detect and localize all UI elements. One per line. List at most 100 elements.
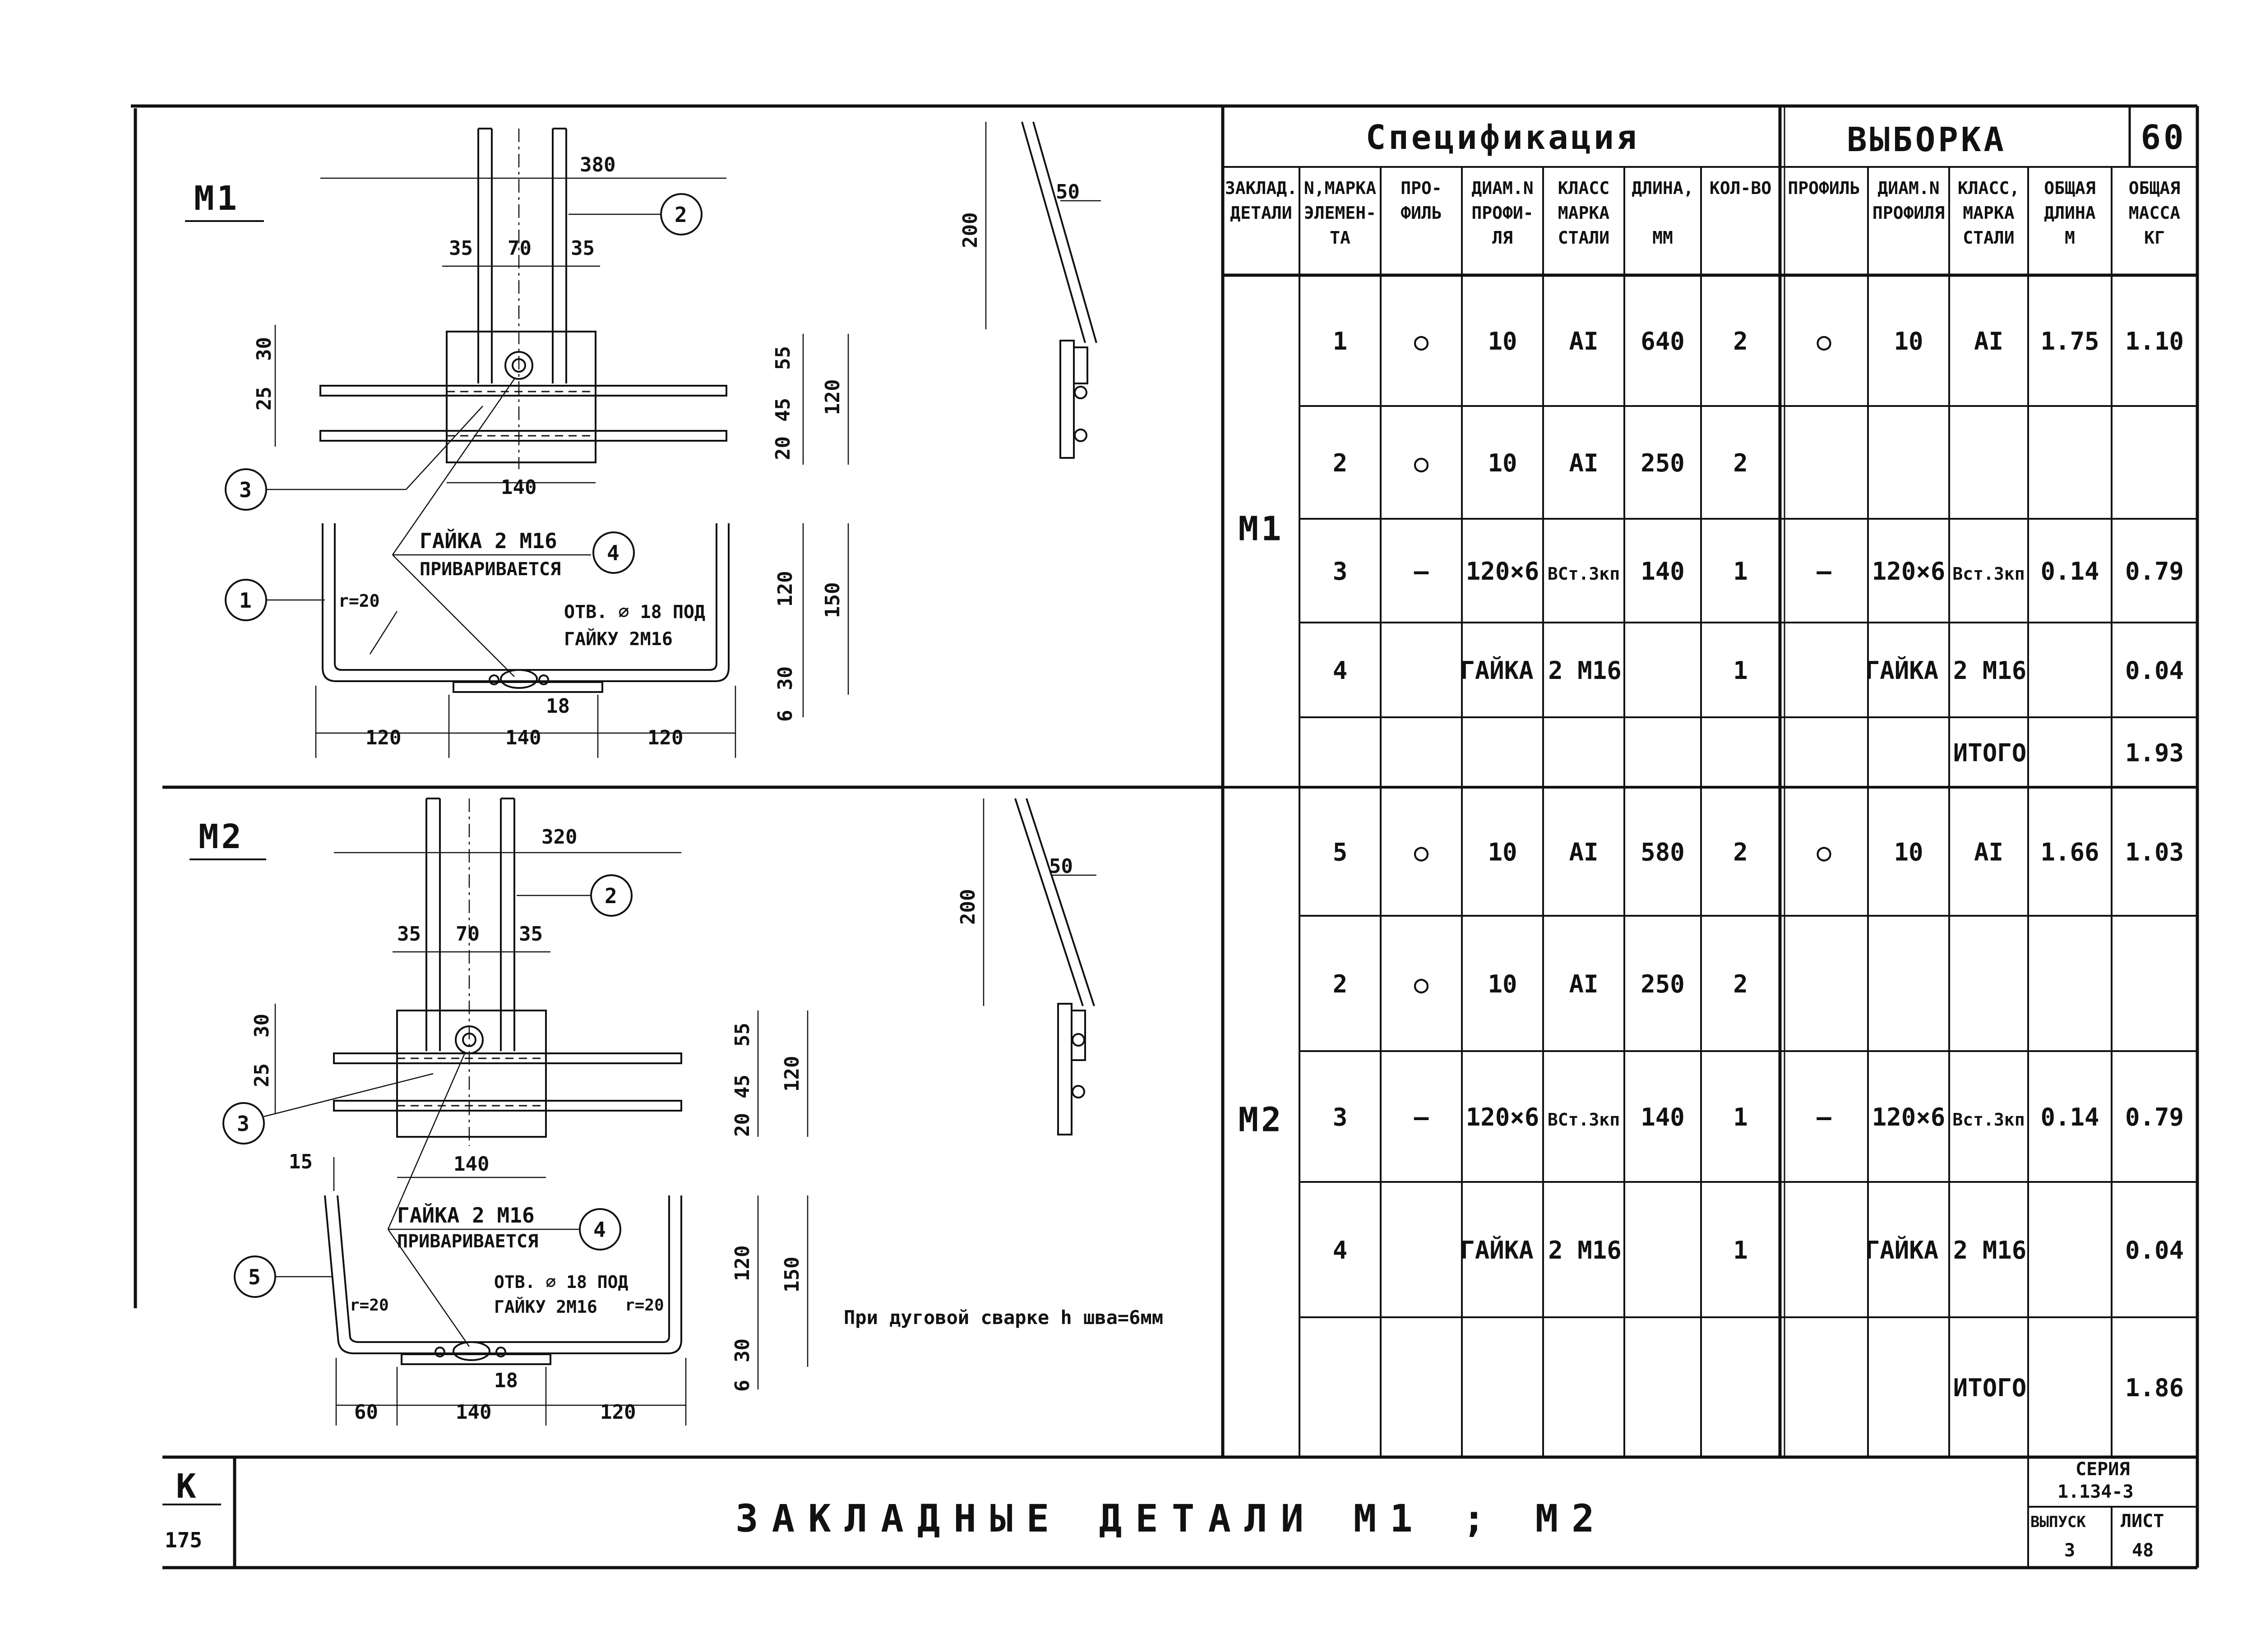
- spec-header-2-1: ФИЛЬ: [1401, 203, 1442, 223]
- stamp-series-value: 1.134-3: [2057, 1481, 2134, 1502]
- drawing-m1: М1 380 35 70 35 140 30 25 55 45 20 120: [185, 121, 1101, 758]
- cell-М2-nut-n: 4: [1333, 1236, 1348, 1264]
- cell-М1-nut-mass: 0.04: [2125, 656, 2184, 685]
- m1-b6: 6: [774, 710, 797, 722]
- cell-М1-r1-profile: ○: [1414, 449, 1429, 477]
- spec-header-3-0: ДИАМ.N: [1471, 178, 1533, 198]
- cell-М2-nut-text: ГАЙКА 2 М16: [1460, 1236, 1622, 1264]
- cell-М2-r2-s_profile: —: [1817, 1103, 1831, 1131]
- m1-h25: 25: [253, 387, 276, 411]
- m1-bottom-left: 120: [365, 726, 401, 749]
- cell-М2-r1-len: 250: [1641, 970, 1685, 998]
- cell-М2-r1-profile: ○: [1414, 970, 1429, 998]
- stamp-series-label: СЕРИЯ: [2076, 1459, 2130, 1480]
- drawing-m2: М2 320 35 70 35 140 30 25 55 45 20 120: [190, 798, 1163, 1426]
- cell-М1-r2-s_profile: —: [1817, 557, 1831, 586]
- m2-bottom-right: 120: [600, 1401, 636, 1424]
- cell-М1-r0-s_diam: 10: [1894, 327, 1923, 355]
- m1-nut-label: ГАЙКА 2 М16: [420, 529, 557, 553]
- m2-b6: 6: [731, 1380, 754, 1392]
- spec-header-2-0: ПРО-: [1401, 178, 1442, 198]
- m1-h30: 30: [253, 337, 276, 361]
- sample-header-4-2: КГ: [2144, 228, 2165, 248]
- cell-М2-r0-cls: АI: [1569, 838, 1598, 867]
- cell-М2-r2-s_len: 0.14: [2040, 1103, 2099, 1131]
- m1-left-dim: 35: [449, 237, 473, 260]
- cell-М2-r2-cls: ВСт.3кп: [1548, 1110, 1620, 1130]
- sample-header-3-2: М: [2065, 228, 2075, 248]
- cell-М1-r2-s_mass: 0.79: [2125, 557, 2184, 586]
- sample-header-4-0: ОБЩАЯ: [2129, 178, 2180, 198]
- m2-plate-dim: 140: [453, 1153, 489, 1176]
- cell-М1-r0-profile: ○: [1414, 327, 1429, 355]
- m2-offset-dim: 15: [289, 1150, 313, 1173]
- cell-М2-r0-n: 5: [1333, 838, 1348, 867]
- corner-code: К 175: [165, 1467, 202, 1552]
- cell-М1-r0-s_cls: АI: [1974, 327, 2003, 355]
- cell-М2-r0-diam: 10: [1488, 838, 1517, 867]
- cell-М2-r0-s_len: 1.66: [2040, 838, 2099, 867]
- spec-header-4-0: КЛАСС: [1558, 178, 1609, 198]
- stamp-sheet-label: ЛИСТ: [2121, 1511, 2164, 1532]
- m1-b120: 120: [774, 571, 797, 607]
- cell-М1-r0-cls: АI: [1569, 327, 1598, 355]
- stamp-issue-value: 3: [2064, 1540, 2075, 1561]
- cell-М1-nut-qty: 1: [1733, 656, 1748, 685]
- m1-h55: 55: [772, 346, 795, 370]
- stamp-issue-label: ВЫПУСК: [2030, 1513, 2086, 1531]
- m1-width-dim: 380: [580, 153, 615, 176]
- sample-header-3-1: ДЛИНА: [2044, 203, 2096, 223]
- m1-h45: 45: [772, 398, 795, 422]
- title-stamp: СЕРИЯ 1.134-3 ВЫПУСК 3 ЛИСТ 48: [2027, 1457, 2197, 1568]
- sample-title: ВЫБОРКА: [1847, 120, 2006, 159]
- m2-width-dim: 320: [541, 826, 577, 849]
- corner-code-letter: К: [176, 1467, 199, 1506]
- cell-М2-r1-cls: АI: [1569, 970, 1598, 998]
- cell-М2-r0-s_cls: АI: [1974, 838, 2003, 867]
- cell-М2-r0-qty: 2: [1733, 838, 1748, 867]
- cell-М2-nut-mass: 0.04: [2125, 1236, 2184, 1264]
- spec-header-0-0: ЗАКЛАД.: [1225, 178, 1297, 198]
- cell-М2-nut-sample: ГАЙКА 2 М16: [1865, 1236, 2027, 1264]
- m1-mark: М1: [194, 179, 240, 218]
- cell-М2-r2-diam: 120×6: [1466, 1103, 1539, 1131]
- sample-header-3-0: ОБЩАЯ: [2044, 178, 2095, 198]
- m2-h25: 25: [250, 1063, 273, 1087]
- m2-h55: 55: [731, 1023, 754, 1047]
- m2-nut-label: ГАЙКА 2 М16: [397, 1203, 535, 1227]
- m1-hole-label: ОТВ. ⌀ 18 ПОД: [564, 602, 705, 623]
- group-mark-М2: М2: [1238, 1101, 1284, 1140]
- m1-welded-label: ПРИВАРИВАЕТСЯ: [420, 559, 561, 580]
- sample-header-2-0: КЛАСС,: [1958, 178, 2020, 198]
- cell-М2-r2-qty: 1: [1733, 1103, 1748, 1131]
- sample-header-1-0: ДИАМ.N: [1877, 178, 1939, 198]
- cell-М2-total-label: ИТОГО: [1953, 1374, 2027, 1402]
- group-mark-М1: М1: [1238, 510, 1284, 549]
- m2-h30: 30: [250, 1014, 273, 1038]
- cell-М1-r1-n: 2: [1333, 449, 1348, 477]
- m1-side-w: 50: [1056, 180, 1080, 203]
- cell-М2-r1-qty: 2: [1733, 970, 1748, 998]
- stamp-sheet-value: 48: [2132, 1540, 2154, 1561]
- spec-header-5-2: ММ: [1652, 228, 1673, 248]
- cell-М1-r2-s_cls: Вст.3кп: [1952, 564, 2025, 584]
- m1-b30: 30: [774, 666, 797, 690]
- cell-М1-r1-len: 250: [1641, 449, 1685, 477]
- m1-bottom-mid: 140: [505, 726, 541, 749]
- sample-header-2-1: МАРКА: [1963, 203, 2015, 223]
- sample-header-4-1: МАССА: [2129, 203, 2181, 223]
- m2-radius-right: r=20: [625, 1296, 664, 1315]
- m1-callout-2: 2: [675, 203, 687, 227]
- m1-b150: 150: [821, 582, 844, 618]
- m1-right-dim: 35: [571, 237, 595, 260]
- cell-М1-r2-s_diam: 120×6: [1872, 557, 1946, 586]
- m2-callout-2: 2: [605, 884, 617, 908]
- cell-М1-nut-n: 4: [1333, 656, 1348, 685]
- cell-М1-nut-text: ГАЙКА 2 М16: [1460, 656, 1622, 685]
- cell-М2-r1-n: 2: [1333, 970, 1348, 998]
- sheet-number: 60: [2140, 118, 2186, 157]
- cell-М2-r2-s_mass: 0.79: [2125, 1103, 2184, 1131]
- cell-М1-r0-s_mass: 1.10: [2125, 327, 2184, 355]
- cell-М1-r0-diam: 10: [1488, 327, 1517, 355]
